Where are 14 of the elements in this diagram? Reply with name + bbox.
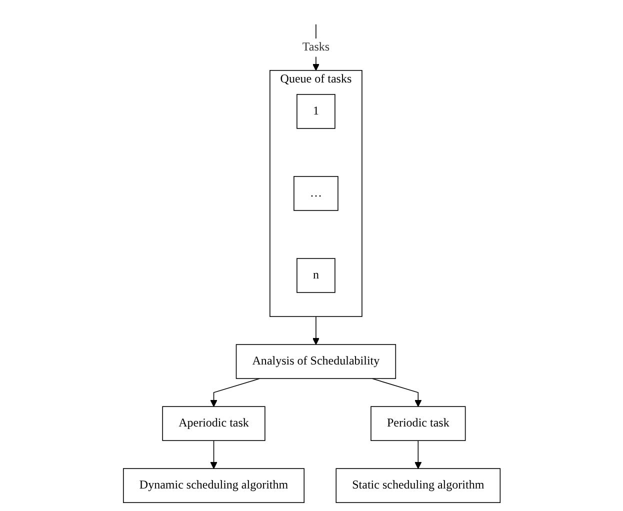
node-box: Periodic task <box>370 406 466 441</box>
arrow <box>414 440 422 469</box>
arrow <box>371 378 422 407</box>
arrow <box>210 378 260 407</box>
node-box: n <box>296 258 336 293</box>
arrow <box>312 316 320 345</box>
node-box: … <box>293 176 338 211</box>
node-box: Static scheduling algorithm <box>335 468 500 503</box>
node-box: Aperiodic task <box>162 406 266 441</box>
node-box: 1 <box>296 94 336 129</box>
arrow <box>210 440 217 469</box>
node-box: Dynamic scheduling algorithm <box>122 468 304 503</box>
node-box: Analysis of Schedulability <box>236 344 396 379</box>
edge-label: Tasks <box>302 40 330 54</box>
